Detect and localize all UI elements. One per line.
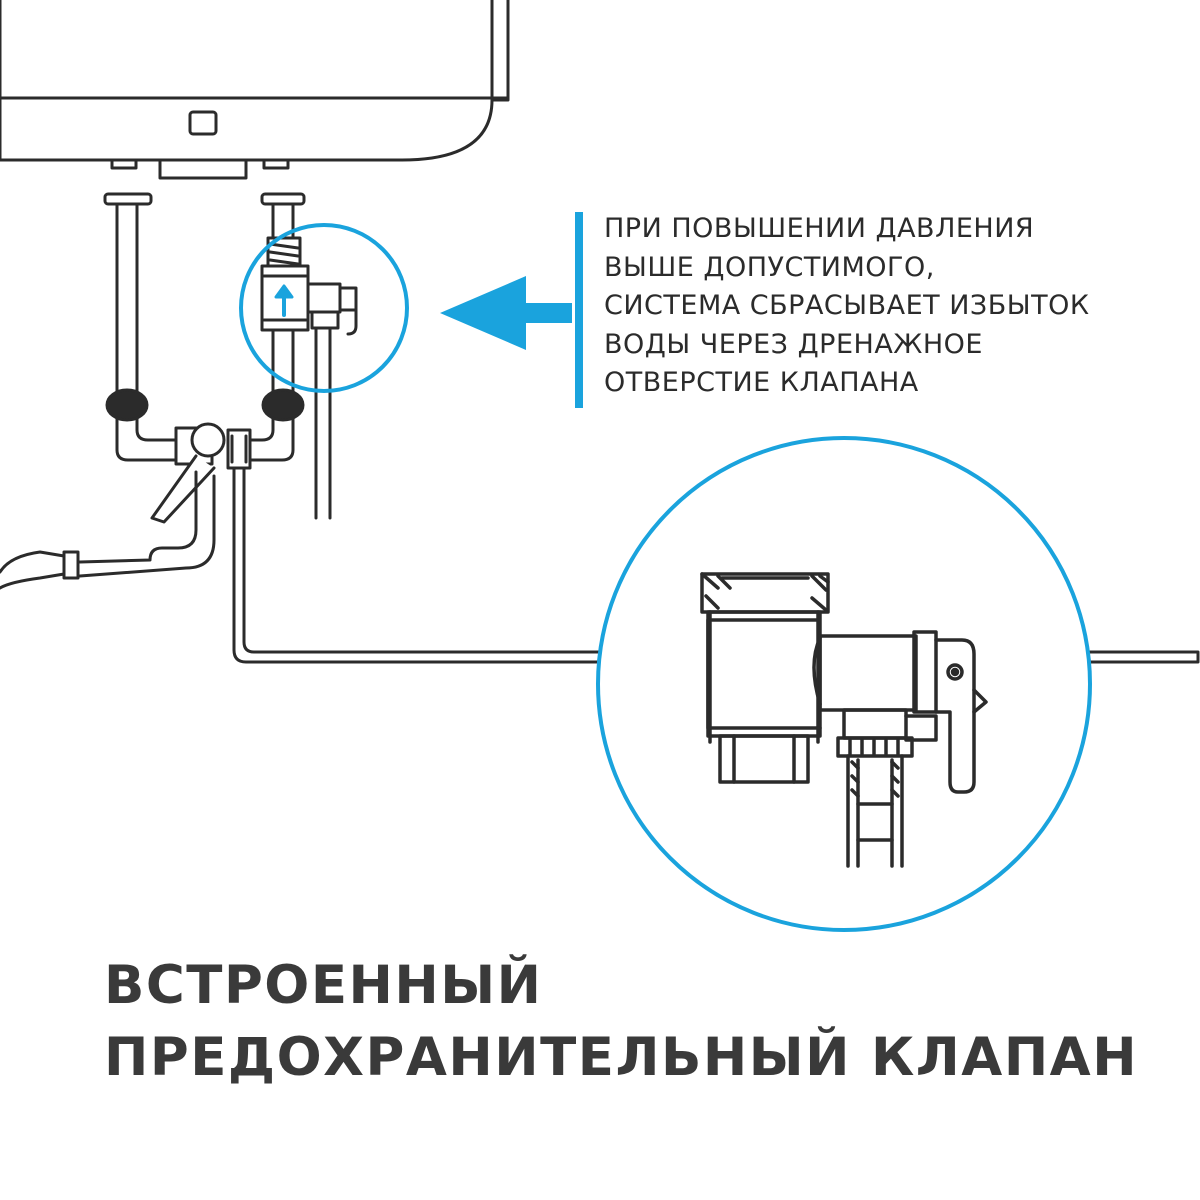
inlet-pipe-left	[103, 192, 178, 462]
callout-arrow	[440, 276, 572, 350]
safety-valve-closeup	[700, 572, 988, 868]
title-line-2: ПРЕДОХРАНИТЕЛЬНЫЙ КЛАПАН	[104, 1027, 1139, 1088]
mixer-hose	[0, 470, 216, 590]
valve-highlight-circle	[239, 223, 409, 393]
drain-pipe	[232, 466, 1200, 664]
outlet-pipe-right	[248, 192, 358, 520]
callout-line: СИСТЕМА СБРАСЫВАЕТ ИЗБЫТОК	[604, 290, 1090, 321]
callout-line: ВЫШЕ ДОПУСТИМОГО,	[604, 251, 935, 283]
callout-line: ВОДЫ ЧЕРЕЗ ДРЕНАЖНОЕ	[604, 328, 983, 360]
callout-text: ПРИ ПОВЫШЕНИИ ДАВЛЕНИЯ ВЫШЕ ДОПУСТИМОГО,…	[604, 210, 1194, 403]
callout-line: ОТВЕРСТИЕ КЛАПАНА	[604, 367, 919, 398]
callout-accent-bar	[575, 212, 583, 408]
page-title: ВСТРОЕННЫЙ ПРЕДОХРАНИТЕЛЬНЫЙ КЛАПАН	[104, 950, 1194, 1094]
callout-line: ПРИ ПОВЫШЕНИИ ДАВЛЕНИЯ	[604, 213, 1035, 244]
mixing-valve	[150, 422, 252, 524]
zoom-circle	[596, 436, 1092, 932]
water-heater-tank	[0, 0, 510, 180]
title-line-1: ВСТРОЕННЫЙ	[104, 955, 543, 1016]
